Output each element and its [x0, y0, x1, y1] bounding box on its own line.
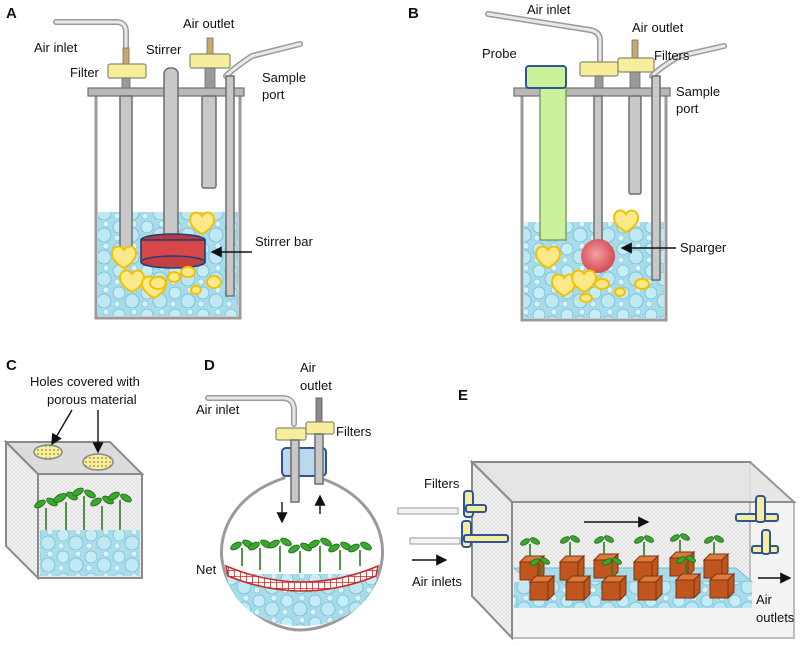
label-net: Net — [196, 562, 217, 577]
air-inlet-tube — [409, 537, 461, 545]
cell-aggregate — [550, 273, 578, 298]
panel-a: A — [6, 5, 313, 320]
label-port: port — [676, 101, 699, 116]
label-sample: Sample — [262, 70, 306, 85]
hole-arrow — [51, 409, 73, 446]
filter — [465, 504, 487, 513]
plantlets — [34, 487, 132, 530]
sample-port-rod — [651, 75, 661, 281]
sparger — [581, 239, 615, 273]
air-outlet-filter — [617, 57, 655, 73]
panel-b-letter: B — [408, 5, 419, 22]
cell-aggregate — [614, 287, 626, 297]
label-probe: Probe — [482, 46, 517, 61]
label-air-inlets: Air inlets — [412, 574, 462, 589]
porous-hole — [33, 444, 63, 460]
cell-aggregate — [634, 278, 650, 290]
cell-aggregate — [534, 245, 562, 270]
plantlets — [520, 533, 724, 576]
filter — [275, 427, 307, 441]
label-air-outlet: Air outlet — [632, 20, 684, 35]
cell-aggregate — [188, 211, 216, 236]
air-outlet-filter — [755, 495, 766, 523]
net — [224, 564, 380, 592]
vessel-lid — [513, 87, 671, 97]
flask — [219, 474, 385, 632]
plantlets — [230, 537, 372, 573]
stirrer — [163, 67, 179, 239]
culture-medium — [40, 530, 140, 576]
panel-e: E — [397, 387, 797, 641]
label-air: Air — [756, 592, 773, 607]
air-outlet-filter — [189, 53, 231, 69]
label-filters: Filters — [424, 476, 460, 491]
panel-a-letter: A — [6, 5, 17, 22]
cell-aggregate — [118, 269, 146, 294]
cell-aggregate — [190, 285, 202, 295]
culture-cubes — [518, 550, 736, 602]
air-outlet-filter — [305, 421, 335, 435]
label-filter: Filter — [70, 65, 100, 80]
cell-aggregate — [570, 269, 598, 294]
air-outlet-rod — [628, 95, 642, 195]
air-outlet-filter — [761, 529, 771, 555]
air-inlet-tube — [397, 507, 459, 515]
panel-c: C Holes covered with porous material — [3, 357, 145, 581]
air-outlet-rod — [314, 433, 324, 485]
cell-aggregate — [594, 278, 610, 290]
cell-aggregate — [167, 271, 181, 283]
air-inlet-rod — [119, 95, 133, 251]
air-inlet-rod — [290, 439, 300, 503]
label-air-inlet: Air inlet — [527, 2, 571, 17]
porous-hole — [82, 453, 114, 471]
label-sparger: Sparger — [680, 240, 727, 255]
filter — [579, 61, 619, 77]
cell-aggregate — [206, 275, 222, 289]
cell-aggregate — [180, 266, 196, 278]
air-inlet-rod — [593, 95, 603, 247]
container-top — [469, 461, 797, 503]
panel-e-letter: E — [458, 387, 468, 404]
panel-d: D Air outlet Air inlet Filters Net — [196, 357, 385, 632]
label-stirrer: Stirrer — [146, 42, 182, 57]
cell-aggregate — [110, 245, 138, 270]
probe — [539, 79, 567, 241]
panel-c-letter: C — [6, 357, 17, 374]
label-filters: Filters — [336, 424, 372, 439]
cell-aggregate — [149, 276, 167, 290]
label-outlet: outlet — [300, 378, 332, 393]
sample-port-rod — [225, 75, 235, 297]
label-air-inlet: Air inlet — [34, 40, 78, 55]
label-holes-line1: Holes covered with — [30, 374, 140, 389]
label-holes-line2: porous material — [47, 392, 137, 407]
label-filters: Filters — [654, 48, 690, 63]
panel-b: B Air inlet Air out — [408, 2, 727, 322]
air-outlet-rod — [201, 95, 217, 189]
label-port: port — [262, 87, 285, 102]
label-outlets: outlets — [756, 610, 795, 625]
filter — [463, 534, 509, 543]
panel-d-letter: D — [204, 357, 215, 374]
cell-aggregate — [579, 293, 593, 303]
label-stirrer-bar: Stirrer bar — [255, 234, 313, 249]
label-air: Air — [300, 360, 317, 375]
label-sample: Sample — [676, 84, 720, 99]
label-air-inlet: Air inlet — [196, 402, 240, 417]
label-air-outlet: Air outlet — [183, 16, 235, 31]
filter — [107, 63, 147, 79]
cell-aggregate — [612, 209, 640, 234]
